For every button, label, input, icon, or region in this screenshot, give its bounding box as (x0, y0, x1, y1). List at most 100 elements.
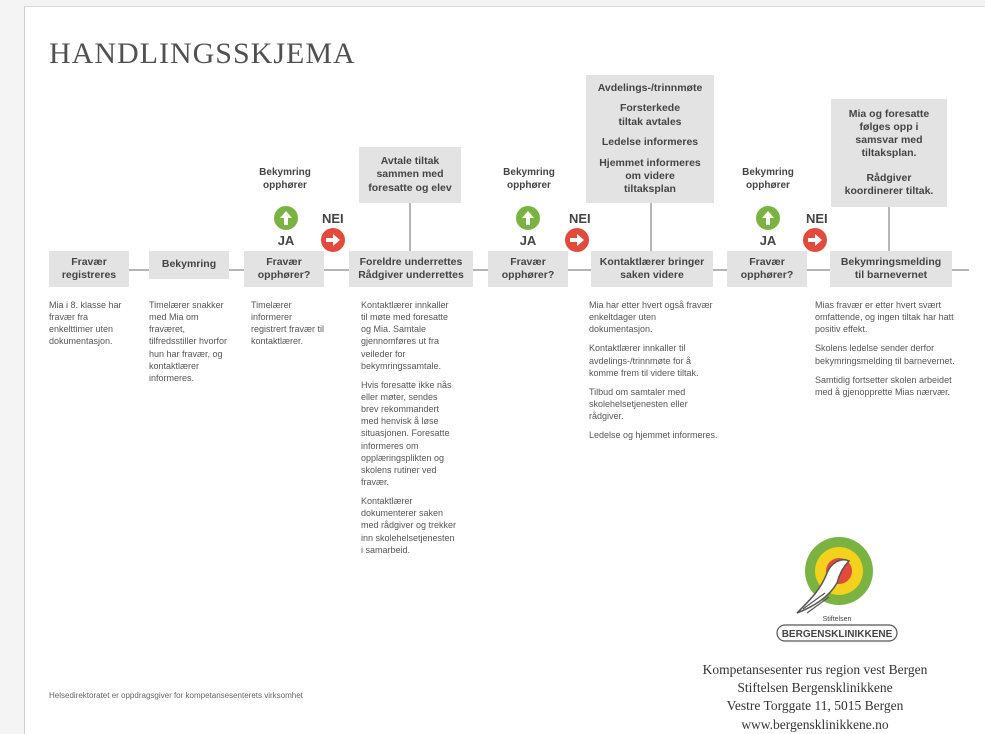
step-line: opphører? (501, 269, 555, 281)
branch-stop-line: Bekymring (503, 167, 555, 178)
step-line: opphører? (257, 269, 311, 281)
step-line: Rådgiver underrettes (358, 269, 464, 281)
description-paragraph: Tilbud om samtaler med skolehelsetjenest… (589, 386, 688, 422)
upper-box-line: Avtale tiltak (380, 155, 440, 168)
branch-stop-label-1: Bekymring opphører (245, 167, 325, 192)
upper-box-line: Mia og foresatte (848, 107, 930, 120)
no-label: NEI (569, 211, 591, 226)
logo-name-text: BERGENSKLINIKKENE (782, 629, 893, 640)
bergensklinikkene-logo: Stiftelsen BERGENSKLINIKKENE (767, 527, 907, 647)
upper-box-oppfolging: Mia og foresatte følges opp i samsvar me… (831, 99, 947, 207)
upper-box-group: Rådgiver koordinerer tiltak. (845, 172, 934, 198)
upper-box-line: Forsterkede (619, 102, 681, 115)
description-8: Mias fravær er etter hvert svært omfatte… (815, 299, 961, 405)
yes-label: JA (519, 233, 537, 248)
upper-box-line: tiltaksplan (624, 183, 676, 196)
description-paragraph: Samtidig fortsetter skolen arbeidet med … (815, 374, 952, 397)
arrow-up-icon (516, 206, 540, 230)
step-line: Fravær (266, 255, 302, 268)
upper-box-line: Avdelings-/trinnmøte (597, 81, 703, 94)
step-line: Fravær (510, 255, 546, 268)
upper-box-line: følges opp i (859, 120, 919, 133)
description-2: Timelærer snakker med Mia om fraværet, t… (149, 299, 233, 391)
step-fravaer-registreres: Fravær registreres (49, 251, 129, 287)
step-line: opphører? (740, 269, 794, 281)
description-paragraph: Mias fravær er etter hvert svært omfatte… (815, 300, 954, 335)
upper-box-line: Rådgiver (866, 171, 912, 184)
page: HANDLINGSSKJEMA Avtale tiltak sammen med… (24, 6, 985, 734)
step-line: registreres (61, 269, 117, 281)
branch-stop-line: opphører (263, 179, 307, 191)
step-foreldre-underrettes: Foreldre underrettes Rådgiver underrette… (349, 251, 473, 287)
arrow-up-icon (756, 206, 780, 230)
step-bekymring: Bekymring (149, 251, 229, 279)
arrow-up-icon (274, 206, 298, 230)
description-3: Timelærer informerer registrert fravær t… (251, 299, 329, 355)
description-paragraph: Skolens ledelse sender derfor bekymrings… (815, 343, 955, 366)
arrow-right-icon (803, 228, 827, 252)
yes-label: JA (277, 233, 295, 248)
description-paragraph: Kontaktlærer innkaller til avdelings-/tr… (589, 343, 699, 378)
upper-box-line: Ledelse informeres (601, 136, 699, 149)
branch-stop-line: Bekymring (742, 167, 794, 178)
upper-box-avtale-tiltak: Avtale tiltak sammen med foresatte og el… (359, 147, 461, 203)
description-paragraph: Mia har etter hvert også fravær enkeltda… (589, 300, 713, 335)
step-kontaktlaerer-bringer: Kontaktlærer bringer saken videre (591, 251, 713, 287)
upper-box-line: tiltak avtales (618, 115, 682, 128)
logo-graphic: Stiftelsen BERGENSKLINIKKENE (776, 537, 898, 642)
upper-box-line: samsvar med (855, 134, 923, 147)
step-bekymringsmelding: Bekymringsmelding til barnevernet (830, 251, 952, 287)
description-paragraph: Timelærer snakker med Mia om fraværet, t… (149, 300, 228, 383)
contact-block: Kompetansesenter rus region vest Bergen … (645, 661, 985, 734)
upper-box-line: om videre (625, 169, 675, 182)
arrow-right-icon (321, 228, 345, 252)
arrow-right-icon (565, 228, 589, 252)
no-label: NEI (806, 211, 828, 226)
upper-box-line: sammen med (376, 168, 444, 181)
footnote: Helsedirektoratet er oppdragsgiver for k… (49, 691, 303, 700)
branch-stop-line: opphører (746, 179, 790, 191)
description-6: Mia har etter hvert også fravær enkeltda… (589, 299, 719, 448)
logo-top-text: Stiftelsen (823, 616, 852, 623)
upper-box-line: foresatte og elev (368, 181, 452, 194)
contact-foundation: Stiftelsen Bergensklinikkene (737, 680, 893, 696)
branch-stop-line: opphører (507, 179, 551, 191)
description-paragraph: Mia i 8. klasse har fravær fra enkelttim… (49, 300, 122, 347)
step-fravaer-opphorer-2: Fravær opphører? (488, 251, 568, 287)
upper-box-line: tiltaksplan. (861, 147, 917, 160)
step-fravaer-opphorer-3: Fravær opphører? (727, 251, 807, 287)
step-line: Kontaktlærer bringer (599, 255, 705, 268)
description-paragraph: Ledelse og hjemmet informeres. (589, 430, 718, 441)
step-line: Foreldre underrettes (359, 255, 463, 268)
contact-website: www.bergensklinikkene.no (741, 716, 889, 732)
connector-line-8 (888, 207, 890, 259)
branch-stop-line: Bekymring (259, 167, 311, 178)
description-paragraph: Timelærer informerer registrert fravær t… (251, 300, 325, 347)
connector-line-4 (409, 203, 411, 259)
upper-box-group: Forsterkede tiltak avtales (618, 102, 681, 128)
upper-box-line: koordinerer tiltak. (844, 185, 934, 198)
step-fravaer-opphorer-1: Fravær opphører? (244, 251, 324, 287)
upper-box-avdelingsmote: Avdelings-/trinnmøte Forsterkede tiltak … (586, 75, 714, 203)
step-line: Fravær (749, 255, 785, 268)
upper-box-line: Hjemmet informeres (599, 156, 701, 169)
step-line: saken videre (620, 269, 684, 281)
step-line: Bekymringsmelding (840, 255, 942, 268)
step-line: Bekymring (161, 258, 217, 271)
branch-stop-label-3: Bekymring opphører (728, 167, 808, 192)
connector-line-6 (650, 203, 652, 259)
yes-label: JA (759, 233, 777, 248)
page-title: HANDLINGSSKJEMA (49, 37, 356, 70)
description-paragraph: Kontaktlærer dokumenterer saken med rådg… (361, 496, 457, 555)
no-label: NEI (322, 211, 344, 226)
contact-org: Kompetansesenter rus region vest Bergen (702, 662, 928, 677)
branch-stop-label-2: Bekymring opphører (489, 167, 569, 192)
description-1: Mia i 8. klasse har fravær fra enkelttim… (49, 299, 129, 355)
contact-address: Vestre Torggate 11, 5015 Bergen (726, 698, 904, 714)
upper-box-group: Mia og foresatte følges opp i samsvar me… (849, 108, 930, 161)
step-line: Fravær (71, 255, 107, 268)
description-paragraph: Kontaktlærer innkaller til møte med fore… (361, 300, 449, 371)
description-paragraph: Hvis foresatte ikke nås eller møter, sen… (361, 379, 452, 487)
step-line: til barnevernet (854, 269, 928, 281)
upper-box-group: Hjemmet informeres om videre tiltaksplan (599, 157, 701, 196)
